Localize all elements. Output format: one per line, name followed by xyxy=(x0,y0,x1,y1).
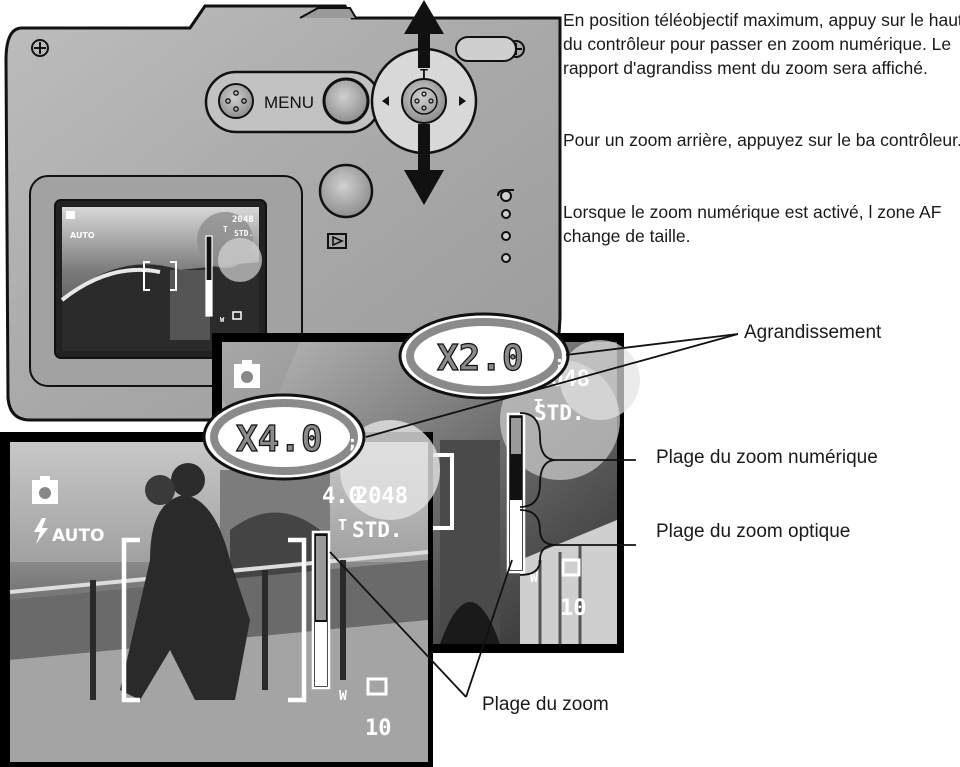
shutter-edge xyxy=(299,7,357,19)
camera-back: MENU T W xyxy=(4,0,562,422)
flash-icon xyxy=(34,518,48,544)
paragraph-3: Lorsque le zoom numérique est activé, l … xyxy=(563,202,942,246)
screw-icon xyxy=(31,39,49,57)
lcd-quality: STD. xyxy=(234,229,253,238)
tele-label: T xyxy=(420,66,428,81)
callout-optical-range: Plage du zoom optique xyxy=(656,521,851,542)
af-bracket-left xyxy=(121,537,140,703)
callout-lines xyxy=(329,333,739,698)
dial-icon[interactable] xyxy=(218,83,254,119)
callout-digital-range: Plage du zoom numérique xyxy=(656,447,878,468)
paragraph-1: En position téléobjectif maximum, appuy … xyxy=(563,10,960,78)
indicator-lamps xyxy=(497,189,514,263)
magnification-badge-x4: X4.0 ; xyxy=(202,393,366,481)
paragraph-2: Pour un zoom arrière, appuyez sur le ba … xyxy=(563,130,960,150)
lcd-flash: AUTO xyxy=(70,231,95,240)
medium-tele: T xyxy=(534,396,543,414)
menu-label: MENU xyxy=(264,93,314,112)
large-tele: T xyxy=(338,516,347,534)
large-quality: STD. xyxy=(352,518,403,542)
af-bracket-right xyxy=(288,537,307,703)
magnification-badge-x2: X2.0 ; xyxy=(398,312,570,400)
large-wide: W xyxy=(339,689,347,704)
af-bracket xyxy=(430,453,454,530)
lcd-screen: AUTO 2048 STD. T W 10 xyxy=(60,207,262,351)
medium-wide: W xyxy=(530,571,538,586)
controller-center-button[interactable] xyxy=(401,78,447,124)
callout-magnification: Agrandissement xyxy=(744,322,882,343)
medium-frames: 10 xyxy=(560,596,587,621)
medium-quality: STD. xyxy=(534,401,585,425)
callout-zoom-range: Plage du zoom xyxy=(482,694,609,715)
menu-button[interactable] xyxy=(322,77,370,125)
left-arrow-icon xyxy=(382,96,389,106)
right-arrow-icon xyxy=(459,96,466,106)
down-arrow-icon xyxy=(404,124,444,205)
lcd-resolution: 2048 xyxy=(232,215,254,225)
digital-zoom-screen-large: AUTO 4.0 2048 STD. T W 10 xyxy=(0,420,440,767)
playback-icon xyxy=(327,233,347,249)
large-frames: 10 xyxy=(365,716,392,741)
camera-mode-icon xyxy=(234,360,260,388)
magnification-x2: X2.0 xyxy=(437,338,524,379)
large-resolution: 2048 xyxy=(355,484,408,509)
large-readout-partial: 4.0 xyxy=(322,484,362,509)
magnification-x4: X4.0 xyxy=(236,419,323,460)
svg-text:;: ; xyxy=(554,352,565,373)
up-arrow-icon xyxy=(404,0,444,68)
playback-button[interactable] xyxy=(318,163,374,219)
strap-slot xyxy=(455,36,517,62)
lcd-tele: T xyxy=(223,225,228,234)
large-flash: AUTO xyxy=(52,526,105,546)
svg-text:;: ; xyxy=(347,432,358,453)
lcd-wide: W xyxy=(220,316,225,324)
camera-mode-icon xyxy=(32,476,58,504)
